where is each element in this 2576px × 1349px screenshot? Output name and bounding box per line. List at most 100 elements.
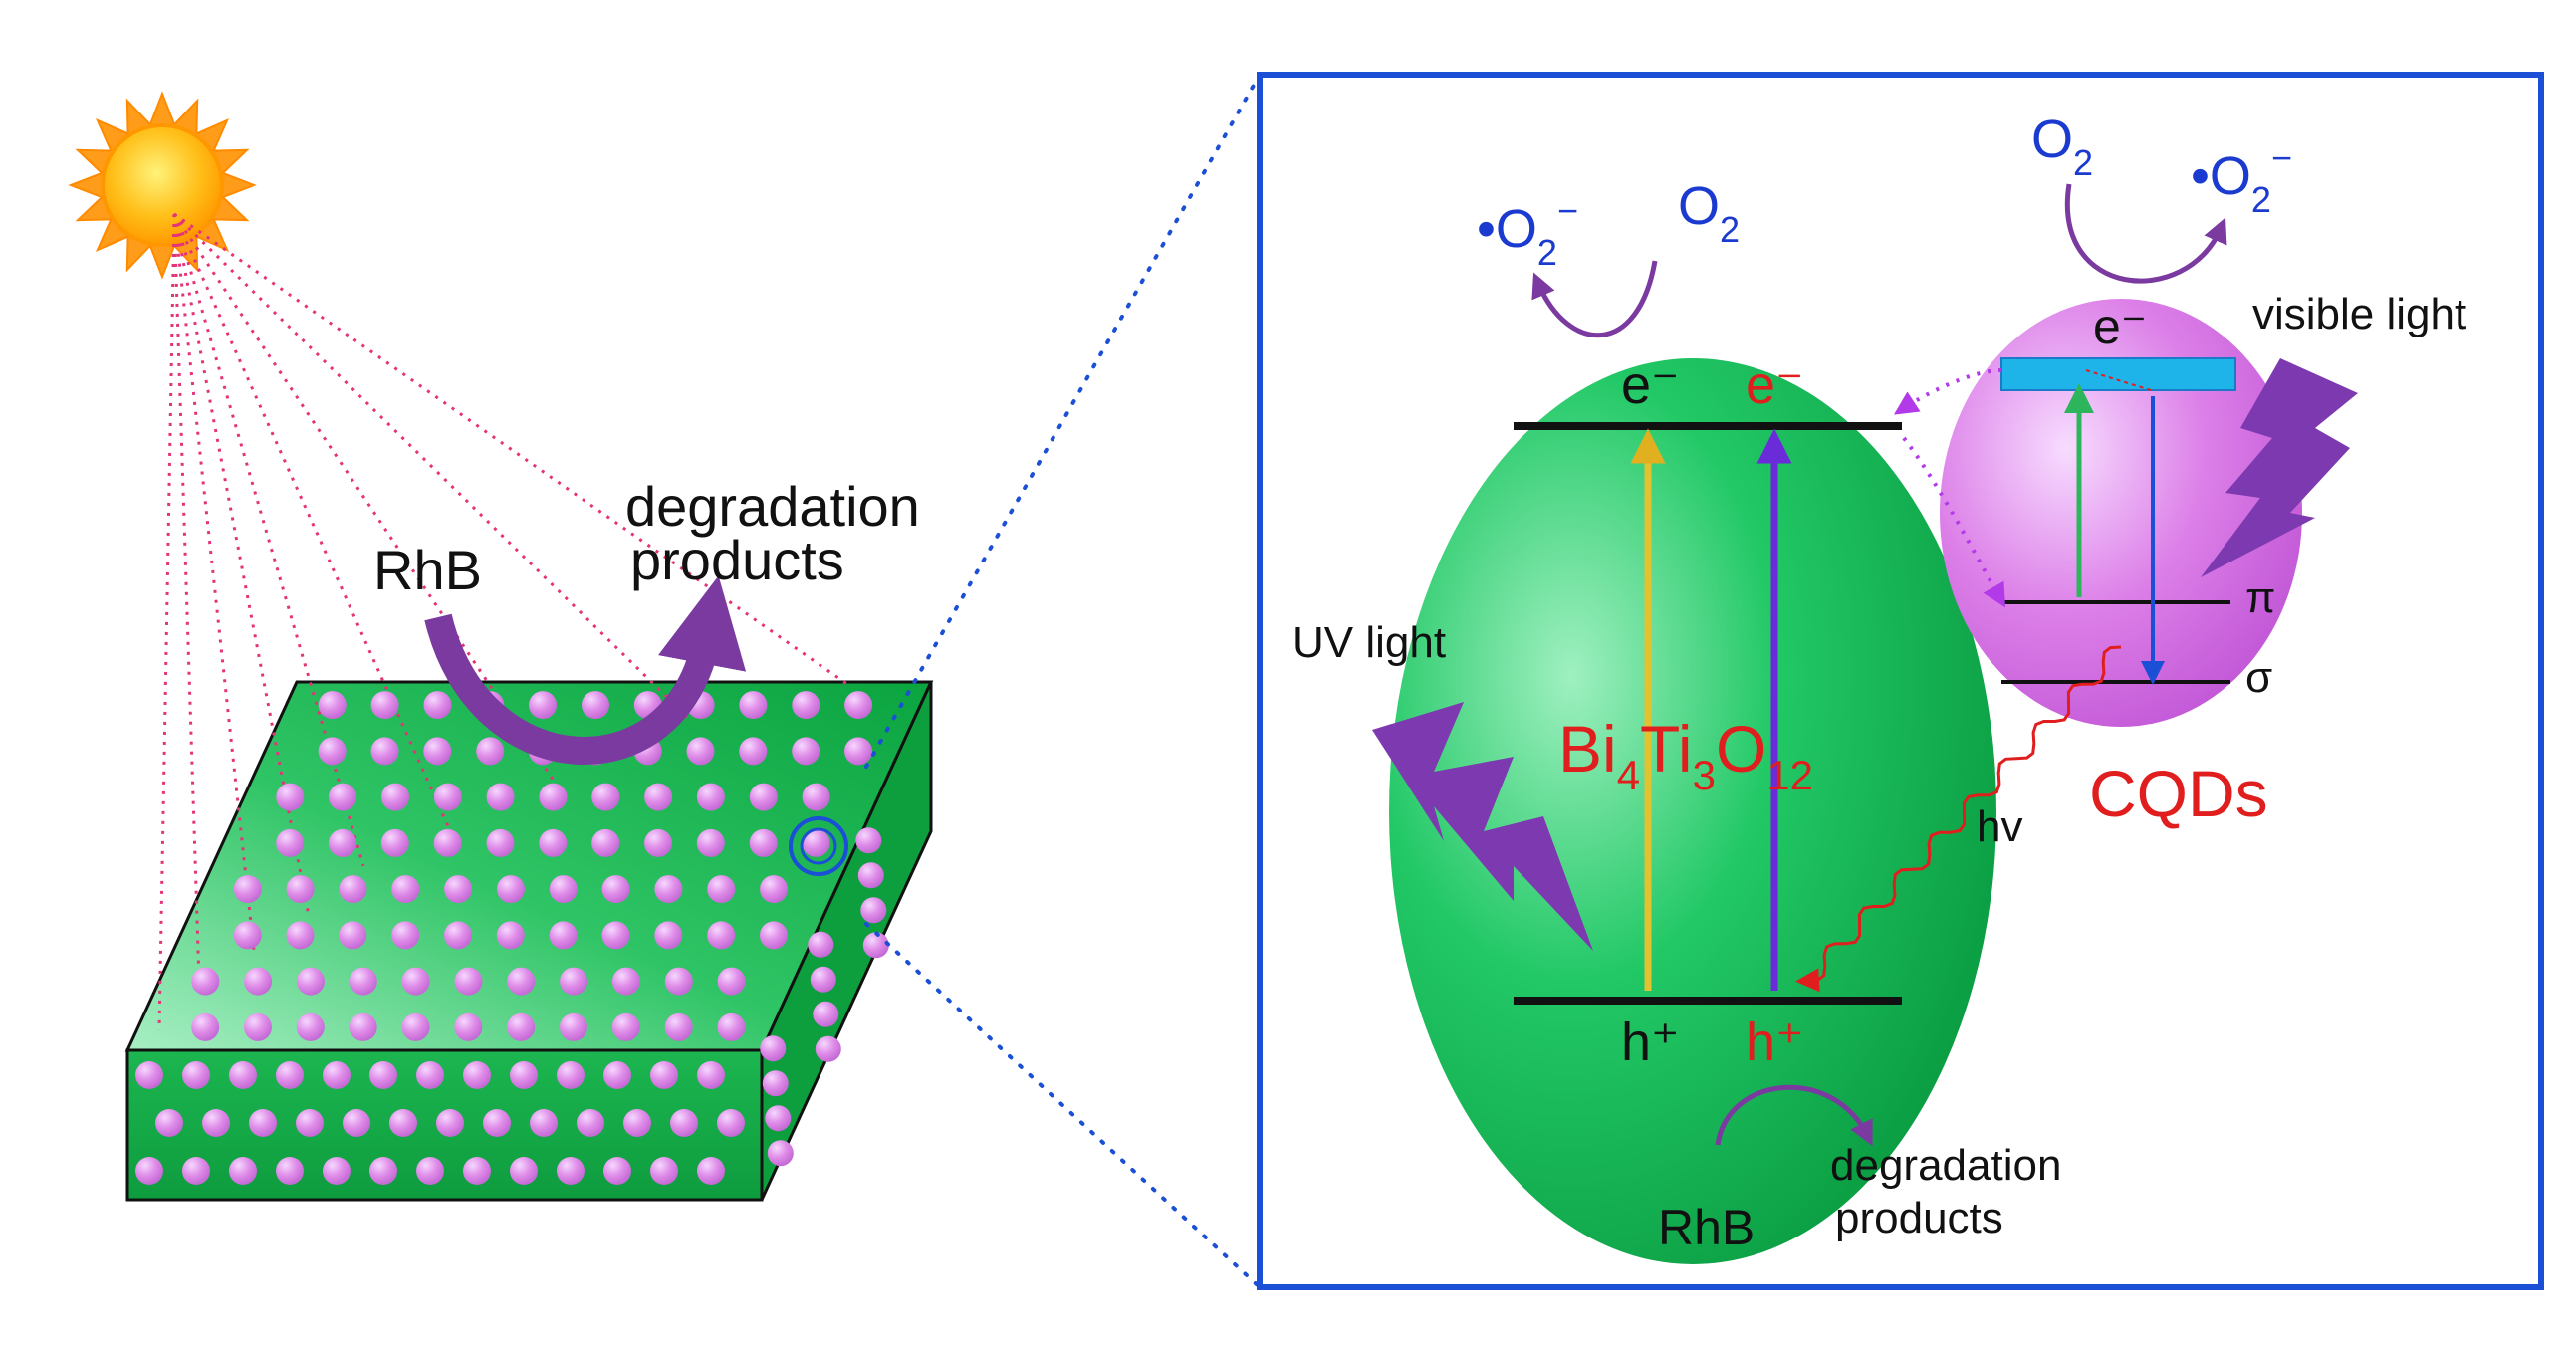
particle-sphere bbox=[401, 1012, 430, 1041]
particle-spheres bbox=[135, 691, 889, 1185]
light-ray bbox=[173, 212, 852, 689]
particle-sphere bbox=[560, 967, 588, 996]
particle-sphere bbox=[276, 1061, 304, 1089]
particle-sphere bbox=[717, 967, 746, 996]
particle-sphere bbox=[202, 1109, 230, 1137]
particle-sphere bbox=[844, 691, 873, 720]
particle-sphere bbox=[229, 1061, 257, 1089]
particle-sphere bbox=[297, 967, 325, 996]
particle-sphere bbox=[603, 1061, 631, 1089]
particle-sphere bbox=[369, 1061, 397, 1089]
particle-sphere bbox=[423, 737, 452, 766]
uv-lightning-icon bbox=[1372, 702, 1593, 951]
light-ray bbox=[172, 213, 365, 867]
particle-sphere bbox=[339, 921, 367, 950]
particle-sphere bbox=[650, 1157, 678, 1185]
particle-sphere bbox=[557, 1061, 585, 1089]
particle-sphere bbox=[323, 1061, 351, 1089]
particle-sphere bbox=[749, 828, 778, 857]
degradation-label-line1: degradation bbox=[625, 475, 920, 538]
particle-sphere bbox=[760, 1035, 787, 1062]
bi4ti3o12-particle bbox=[1389, 358, 1996, 1264]
particle-sphere bbox=[436, 1109, 464, 1137]
particle-sphere bbox=[329, 783, 357, 811]
particle-sphere bbox=[582, 691, 609, 720]
zoom-line-top bbox=[864, 73, 1262, 769]
o2-reduction-arrow-right bbox=[2064, 183, 2227, 284]
particle-sphere bbox=[813, 1001, 839, 1027]
particle-sphere bbox=[486, 783, 515, 811]
particle-sphere bbox=[135, 1061, 163, 1089]
electron-label-red: e⁻ bbox=[1746, 355, 1804, 415]
light-ray bbox=[172, 213, 256, 952]
particle-sphere bbox=[560, 1012, 587, 1041]
particle-sphere bbox=[644, 828, 672, 857]
visible-lightning-icon bbox=[2201, 358, 2358, 577]
particle-sphere bbox=[855, 827, 882, 854]
zoom-region-marker bbox=[789, 816, 848, 876]
particle-sphere bbox=[155, 1109, 183, 1137]
particle-sphere bbox=[286, 875, 315, 904]
particle-sphere bbox=[463, 1061, 491, 1089]
particle-sphere bbox=[249, 1109, 277, 1137]
cqds-label: CQDs bbox=[2089, 757, 2268, 830]
particle-sphere bbox=[857, 862, 884, 889]
particle-sphere bbox=[539, 828, 568, 857]
zoom-line-bottom bbox=[864, 922, 1262, 1289]
superoxide-right-label: •O2− bbox=[2191, 137, 2292, 220]
particle-sphere bbox=[539, 783, 568, 811]
particle-sphere bbox=[717, 1012, 746, 1041]
particle-sphere bbox=[507, 1012, 536, 1041]
particle-sphere bbox=[510, 1061, 538, 1089]
particle-sphere bbox=[549, 875, 578, 904]
particle-sphere bbox=[244, 1012, 272, 1041]
particle-sphere bbox=[416, 1157, 444, 1185]
particle-sphere bbox=[696, 783, 725, 811]
particle-sphere bbox=[329, 828, 356, 857]
particle-sphere bbox=[389, 1109, 417, 1137]
particle-sphere bbox=[749, 783, 778, 811]
o2-reduction-arrow-left bbox=[1531, 260, 1658, 337]
particle-sphere bbox=[276, 1157, 304, 1185]
particle-sphere bbox=[318, 737, 347, 766]
particle-sphere bbox=[762, 1070, 789, 1097]
particle-sphere bbox=[454, 1012, 483, 1041]
particle-sphere bbox=[603, 1157, 631, 1185]
superoxide-left-label: •O2− bbox=[1477, 190, 1578, 273]
particle-sphere bbox=[349, 967, 377, 996]
particle-sphere bbox=[454, 967, 483, 996]
particle-sphere bbox=[557, 1157, 585, 1185]
particle-sphere bbox=[296, 1109, 324, 1137]
particle-sphere bbox=[697, 1061, 725, 1089]
particle-sphere bbox=[577, 1109, 604, 1137]
particle-sphere bbox=[381, 783, 409, 811]
particle-sphere bbox=[416, 1061, 444, 1089]
particle-sphere bbox=[697, 1157, 725, 1185]
particle-sphere bbox=[650, 1061, 678, 1089]
particle-sphere bbox=[739, 691, 768, 720]
particle-sphere bbox=[591, 828, 620, 857]
particle-sphere bbox=[380, 828, 409, 857]
left-panel: RhB degradation products bbox=[68, 91, 934, 1202]
sun-icon bbox=[68, 91, 257, 280]
hole-label-red: h⁺ bbox=[1746, 1012, 1804, 1072]
particle-sphere bbox=[496, 921, 525, 950]
rhb-label: RhB bbox=[373, 539, 482, 601]
particle-sphere bbox=[233, 921, 262, 950]
particle-sphere bbox=[323, 1157, 351, 1185]
light-ray bbox=[172, 212, 689, 719]
particle-sphere bbox=[760, 875, 789, 904]
particle-sphere bbox=[739, 737, 768, 766]
particle-sphere bbox=[391, 875, 420, 904]
electron-transfer-to-pi bbox=[1902, 436, 2005, 608]
particle-sphere bbox=[623, 1109, 651, 1137]
particle-sphere bbox=[497, 875, 525, 904]
particle-sphere bbox=[717, 1109, 745, 1137]
particle-sphere bbox=[862, 932, 889, 959]
particle-sphere bbox=[767, 1140, 794, 1167]
particle-sphere bbox=[707, 875, 736, 904]
particle-sphere bbox=[370, 737, 399, 766]
particle-sphere bbox=[486, 828, 515, 857]
particle-sphere bbox=[844, 737, 872, 766]
cqd-lumo-bar bbox=[2000, 357, 2236, 391]
